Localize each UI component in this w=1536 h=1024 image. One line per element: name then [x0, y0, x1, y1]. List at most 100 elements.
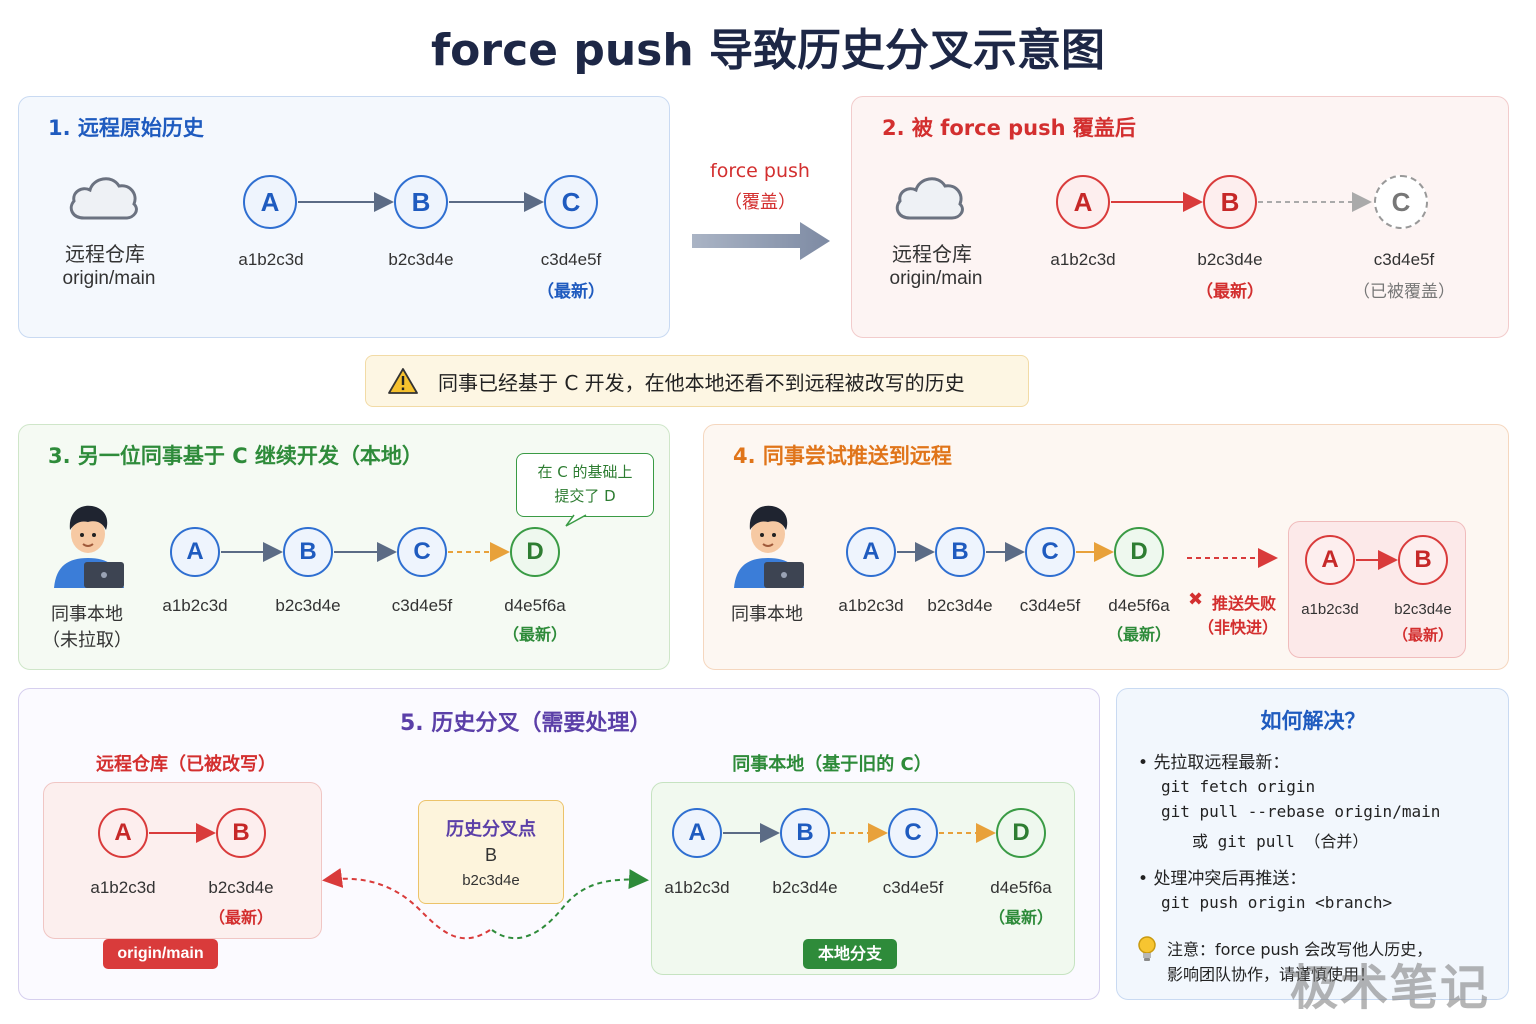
cmd-fetch: git fetch origin: [1161, 777, 1316, 796]
commit-hash: a1b2c3d: [238, 250, 304, 269]
bubble-line: 提交了 D: [554, 487, 616, 505]
commit-hash: a1b2c3d: [1050, 250, 1116, 269]
commit-node-c: C: [1025, 527, 1075, 577]
commit-node-c: C: [888, 808, 938, 858]
commit-hash: a1b2c3d: [838, 596, 904, 615]
commit-note-bubble: 在 C 的基础上 提交了 D: [516, 453, 654, 517]
solve-step2: • 处理冲突后再推送：: [1138, 869, 1307, 889]
commit-hash: a1b2c3d: [162, 596, 228, 615]
origin-main-badge: origin/main: [103, 939, 218, 969]
panel2-title: 2. 被 force push 覆盖后: [882, 116, 1136, 140]
commit-node-d: D: [996, 808, 1046, 858]
commit-hash: b2c3d4e: [1197, 250, 1263, 269]
commit-hash: b2c3d4e: [388, 250, 454, 269]
panel4-title: 4. 同事尝试推送到远程: [733, 444, 952, 468]
developer-avatar-icon: [50, 500, 128, 594]
warning-icon: [388, 368, 418, 394]
commit-hash: b2c3d4e: [927, 596, 993, 615]
latest-tag: （最新）: [502, 625, 568, 644]
commit-hash: d4e5f6a: [504, 596, 566, 615]
panel3-title: 3. 另一位同事基于 C 继续开发（本地）: [48, 444, 423, 468]
latest-tag: （最新）: [537, 282, 605, 302]
person-sublabel: （未拉取）: [42, 630, 132, 650]
commit-node-d: D: [510, 527, 560, 577]
cloud-label: 远程仓库: [65, 244, 145, 266]
push-failed-reason: （非快进）: [1197, 618, 1279, 637]
commit-hash: a1b2c3d: [1301, 601, 1359, 618]
commit-node-b: B: [216, 808, 266, 858]
latest-tag: （最新）: [1106, 625, 1172, 644]
warning-banner: 同事已经基于 C 开发，在他本地还看不到远程被改写的历史: [365, 355, 1029, 407]
bubble-line: 在 C 的基础上: [537, 463, 633, 481]
latest-tag: （最新）: [1392, 626, 1454, 644]
fail-x-icon: ✖: [1188, 589, 1204, 610]
commit-hash: b2c3d4e: [275, 596, 341, 615]
lightbulb-icon: [1136, 935, 1158, 967]
note-line2: 影响团队协作，请谨慎使用！: [1167, 965, 1376, 984]
fork-point-node: B: [484, 845, 498, 865]
commit-node-a: A: [672, 808, 722, 858]
cloud-icon: [66, 168, 142, 228]
solve-title: 如何解决？: [1260, 709, 1366, 733]
commit-hash: c3d4e5f: [391, 596, 453, 615]
commit-node-b: B: [394, 175, 448, 229]
cmd-push: git push origin <branch>: [1161, 893, 1393, 912]
commit-node-a: A: [243, 175, 297, 229]
panel-how-to-solve: [1116, 688, 1509, 1000]
person-label: 同事本地: [51, 604, 123, 624]
commit-hash: a1b2c3d: [664, 878, 730, 897]
remote-section-title: 远程仓库（已被改写）: [96, 754, 276, 775]
commit-node-b: B: [935, 527, 985, 577]
fork-point-title: 历史分叉点: [446, 819, 536, 840]
cloud-label-branch: origin/main: [889, 268, 983, 289]
push-failed-label: 推送失败: [1211, 594, 1277, 613]
commit-hash: b2c3d4e: [772, 878, 838, 897]
commit-hash: d4e5f6a: [990, 878, 1052, 897]
cloud-label: 远程仓库: [892, 244, 972, 266]
developer-avatar-icon: [730, 500, 808, 594]
commit-node-b: B: [1203, 175, 1257, 229]
latest-tag: （最新）: [1196, 282, 1264, 302]
cmd-pull-merge: 或 git pull （合并）: [1192, 832, 1369, 851]
panel1-title: 1. 远程原始历史: [48, 116, 204, 140]
commit-node-c: C: [397, 527, 447, 577]
commit-hash: b2c3d4e: [208, 878, 274, 897]
watermark: 极术笔记: [1290, 960, 1491, 1016]
commit-hash: a1b2c3d: [90, 878, 156, 897]
commit-node-a: A: [846, 527, 896, 577]
commit-node-b: B: [780, 808, 830, 858]
remote-node-b: B: [1398, 535, 1448, 585]
overwritten-tag: （已被覆盖）: [1353, 282, 1455, 302]
commit-node-a: A: [170, 527, 220, 577]
person-label: 同事本地: [731, 604, 803, 624]
solve-step1-text: 先拉取远程最新：: [1153, 753, 1290, 773]
remote-node-a: A: [1305, 535, 1355, 585]
commit-hash: d4e5f6a: [1108, 596, 1170, 615]
commit-node-c: C: [544, 175, 598, 229]
commit-node-b: B: [283, 527, 333, 577]
solve-step2-text: 处理冲突后再推送：: [1153, 869, 1307, 889]
fork-point-hash: b2c3d4e: [462, 872, 520, 889]
cloud-icon: [892, 168, 968, 228]
commit-hash: c3d4e5f: [882, 878, 944, 897]
force-push-sublabel: （覆盖）: [724, 192, 796, 213]
latest-tag: （最新）: [208, 908, 274, 927]
latest-tag: （最新）: [988, 908, 1054, 927]
local-section-title: 同事本地（基于旧的 C）: [732, 754, 932, 775]
force-push-arrow-icon: [692, 222, 832, 264]
commit-hash: c3d4e5f: [1019, 596, 1081, 615]
force-push-label: force push: [710, 160, 810, 182]
cloud-label-branch: origin/main: [62, 268, 156, 289]
warning-text: 同事已经基于 C 开发，在他本地还看不到远程被改写的历史: [438, 370, 965, 395]
solve-step1: • 先拉取远程最新：: [1138, 753, 1290, 773]
note-line1: 注意：force push 会改写他人历史，: [1167, 940, 1433, 959]
commit-node-d: D: [1114, 527, 1164, 577]
local-branch-badge: 本地分支: [803, 939, 897, 969]
commit-hash: c3d4e5f: [1373, 250, 1435, 269]
remote-rewritten-box: [43, 782, 322, 939]
cmd-pull-rebase: git pull --rebase origin/main: [1161, 802, 1441, 821]
panel5-title: 5. 历史分叉（需要处理）: [400, 711, 652, 736]
commit-node-c-overwritten: C: [1374, 175, 1428, 229]
commit-node-a: A: [98, 808, 148, 858]
commit-hash: b2c3d4e: [1394, 601, 1452, 618]
